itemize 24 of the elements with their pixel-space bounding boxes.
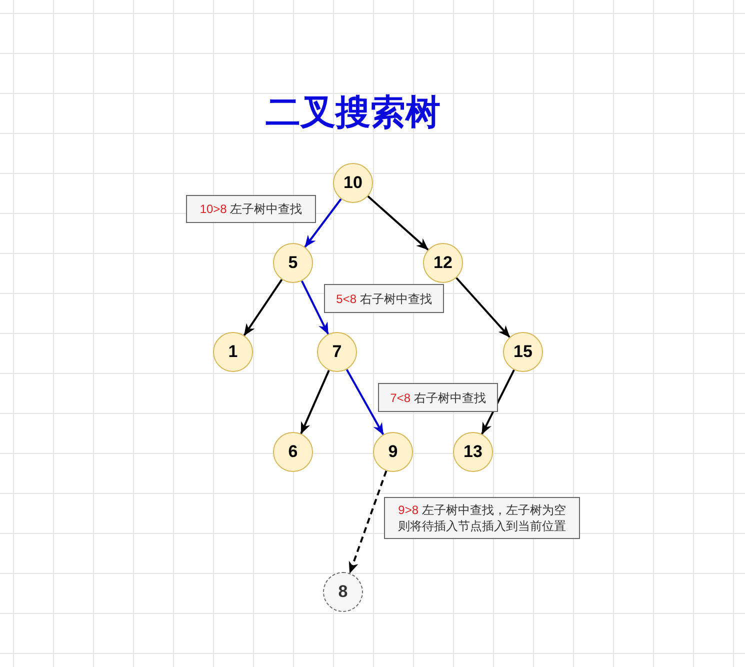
tree-node-circle: 9 — [373, 432, 413, 472]
dashed-arrow — [348, 470, 388, 574]
tree-node-circle: 6 — [273, 432, 313, 472]
arrow — [300, 280, 330, 335]
note-box: 9>8 左子树中查找，左子树为空则将待插入节点插入到当前位置 — [384, 497, 580, 539]
tree-node-circle: 15 — [503, 332, 543, 372]
tree-node-circle: 12 — [423, 243, 463, 283]
tree-node-circle: 1 — [213, 332, 253, 372]
arrow — [456, 277, 510, 338]
tree-node-circle: 13 — [453, 432, 493, 472]
arrow — [300, 370, 330, 434]
arrow — [481, 369, 515, 435]
new-node-circle: 8 — [323, 572, 363, 612]
arrow — [367, 196, 429, 250]
tree-node-circle: 10 — [333, 163, 373, 203]
note-box: 5<8 右子树中查找 — [324, 284, 444, 313]
tree-node-circle: 7 — [317, 332, 357, 372]
note-box: 7<8 右子树中查找 — [378, 383, 498, 412]
arrow — [304, 198, 342, 248]
arrow — [243, 279, 283, 336]
note-box: 10>8 左子树中查找 — [186, 195, 316, 223]
title: 二叉搜索树 — [266, 93, 440, 133]
tree-node-circle: 5 — [273, 243, 313, 283]
arrow — [346, 368, 384, 436]
